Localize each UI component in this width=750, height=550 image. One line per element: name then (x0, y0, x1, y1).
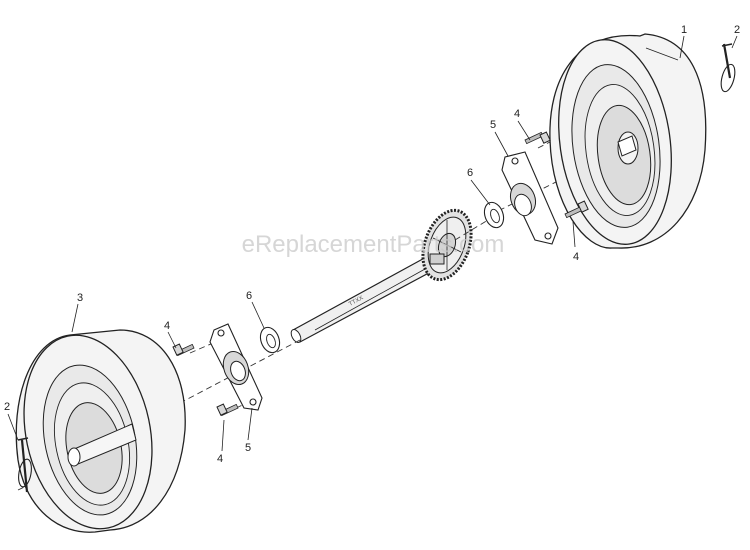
axle-shaft: TTXX (290, 254, 439, 343)
washer-right (483, 201, 505, 229)
callout-4-right-bottom: 4 (573, 251, 579, 263)
callout-6-left: 6 (246, 290, 252, 302)
callout-labels: 1 2 2 3 4 4 4 4 5 5 6 6 (4, 24, 740, 465)
wheel-right (549, 33, 707, 249)
bearing-bracket-left (209, 323, 263, 411)
hitch-pin-left (17, 437, 32, 493)
wheel-left (15, 329, 186, 533)
callout-5-right: 5 (490, 119, 496, 131)
hitch-pin-right (720, 43, 736, 93)
callout-3: 3 (77, 292, 83, 304)
watermark-text: eReplacementParts.com (242, 231, 505, 258)
callout-4-left-top: 4 (164, 320, 170, 332)
bolt-right-bottom (564, 200, 589, 219)
callout-2-left: 2 (4, 401, 10, 413)
bolt-right-top (524, 131, 551, 145)
leader-lines (7, 35, 738, 452)
callout-5-left: 5 (245, 442, 251, 454)
callout-2-right: 2 (734, 24, 740, 36)
callout-4-right-top: 4 (514, 108, 520, 120)
bolt-left-top (172, 343, 195, 357)
bearing-bracket-right (501, 151, 559, 245)
bolt-left-bottom (216, 403, 239, 417)
washer-left (259, 326, 281, 354)
callout-6-right: 6 (467, 167, 473, 179)
callout-4-left-bottom: 4 (217, 453, 223, 465)
drive-gear (421, 208, 473, 282)
callout-1: 1 (681, 24, 687, 36)
